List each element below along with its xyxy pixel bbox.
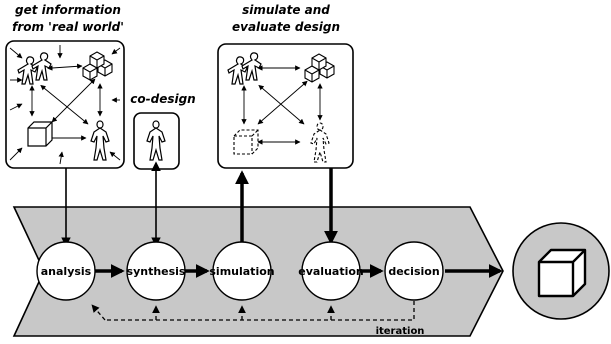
iteration-label: iteration [376,326,425,337]
virtual-cube-icon [233,129,259,155]
product-cube-icon [537,248,587,298]
node-analysis-label: analysis [41,265,92,278]
node-simulation: simulation [209,241,275,301]
node-synthesis: synthesis [126,241,186,301]
cube-icon [27,121,53,147]
caption-get-info-line1: get information [15,3,121,17]
co-design-box [133,112,180,170]
node-decision: decision [384,241,444,301]
iteration-loop [105,301,415,321]
caption-get-info-line2: from 'real world' [12,20,124,34]
node-synthesis-label: synthesis [127,265,186,278]
product-circle [512,222,610,320]
caption-codesign: co-design [130,92,195,106]
real-world-box [5,40,125,169]
virtual-person-icon [310,122,330,163]
node-decision-label: decision [388,265,439,278]
node-simulation-label: simulation [209,265,274,278]
node-evaluation-label: evaluation [298,265,364,278]
node-analysis: analysis [36,241,96,301]
caption-simulate-line1: simulate and [242,3,330,17]
simulate-box [217,43,354,169]
node-evaluation: evaluation [298,241,364,301]
caption-simulate-line2: evaluate design [232,20,340,34]
iteration-arrow-analysis [91,304,106,321]
